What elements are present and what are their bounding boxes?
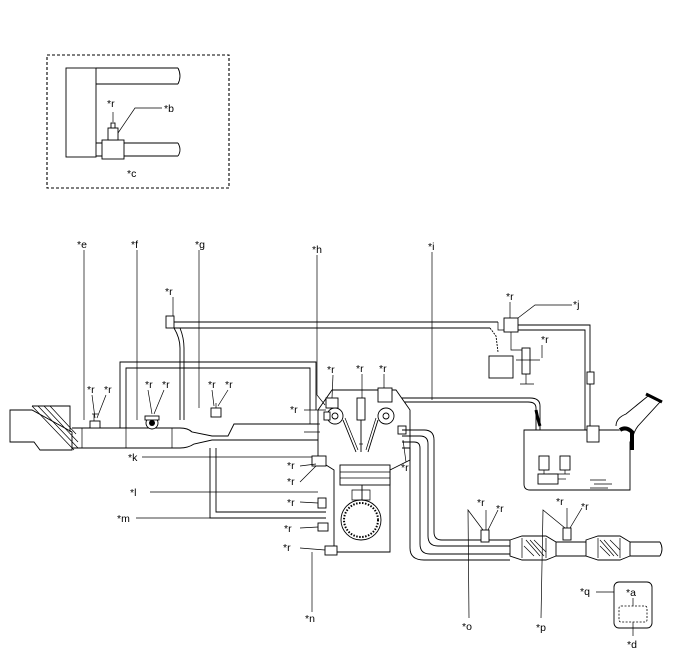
callout-r: *r (541, 334, 549, 346)
callout-q: *q (580, 586, 590, 598)
callout-k: *k (128, 452, 138, 464)
callout-o: *o (462, 621, 472, 633)
callout-r: *r (107, 98, 115, 110)
callout-r: *r (208, 379, 216, 391)
inset-upper-pipe (96, 67, 178, 85)
callout-i: *i (428, 241, 434, 253)
callout-c: *c (127, 168, 136, 180)
callout-p: *p (536, 622, 546, 634)
fuel-tank (523, 392, 663, 491)
callout-r: *r (165, 286, 173, 298)
callout-labels: *r *b *c *e *f *g *h *i *r *r *j *r *r *… (77, 98, 637, 651)
catalytic-converter-rear (585, 535, 631, 561)
callout-m: *m (117, 513, 130, 525)
callout-l: *l (130, 487, 136, 499)
intake-pipe (72, 361, 320, 449)
inset-sensor (107, 127, 119, 141)
fuel-pump (537, 473, 559, 485)
callout-r: *r (556, 496, 564, 508)
callout-r: *r (162, 379, 170, 391)
callout-r: *r (87, 384, 95, 396)
inset-detail (46, 54, 230, 189)
heated-oxygen-sensor (562, 527, 572, 541)
callout-r: *r (287, 476, 295, 488)
engine (209, 387, 411, 556)
callout-r: *r (287, 460, 295, 472)
callout-a: *a (626, 587, 636, 599)
inset-leader-b (117, 107, 162, 134)
callout-r: *r (496, 503, 504, 515)
inset-block (65, 67, 97, 158)
mass-air-flow-sensor-f (144, 415, 160, 430)
callout-g: *g (195, 239, 205, 251)
callout-r: *r (287, 497, 295, 509)
purge-sensor (165, 315, 175, 329)
air-cleaner (9, 405, 79, 451)
callout-r: *r (290, 404, 298, 416)
callout-r: *r (225, 379, 233, 391)
inset-fitting (101, 139, 125, 160)
callout-r: *r (356, 363, 364, 375)
callout-r: *r (104, 384, 112, 396)
callout-n: *n (305, 613, 315, 625)
exhaust-system (402, 429, 663, 561)
callout-f: *f (131, 239, 138, 251)
callout-e: *e (77, 239, 87, 251)
callout-r: *r (327, 364, 335, 376)
callout-r: *r (581, 501, 589, 513)
piston (339, 464, 391, 486)
callout-j: *j (573, 299, 579, 311)
air-fuel-ratio-sensor (480, 529, 490, 543)
purge-line (165, 315, 504, 420)
callout-r: *r (506, 291, 514, 303)
callout-r: *r (284, 523, 292, 535)
callout-h: *h (312, 244, 322, 256)
inset-dashed-frame (46, 54, 230, 189)
fuel-vapor-line (392, 397, 541, 430)
callout-r: *r (379, 363, 387, 375)
crankshaft-pulley (340, 499, 382, 541)
intake-sensor-e (89, 413, 101, 429)
callout-r: *r (477, 497, 485, 509)
callout-d: *d (627, 639, 637, 651)
knock-sensor (311, 455, 327, 467)
callout-r: *r (283, 542, 291, 554)
vsv-unit (488, 355, 514, 379)
canister-valve-j (488, 317, 595, 430)
callout-r: *r (145, 379, 153, 391)
callout-b: *b (164, 103, 174, 115)
throttle-sensor-g (210, 403, 222, 418)
leader-lines (83, 250, 634, 636)
callout-r: *r (401, 462, 409, 474)
